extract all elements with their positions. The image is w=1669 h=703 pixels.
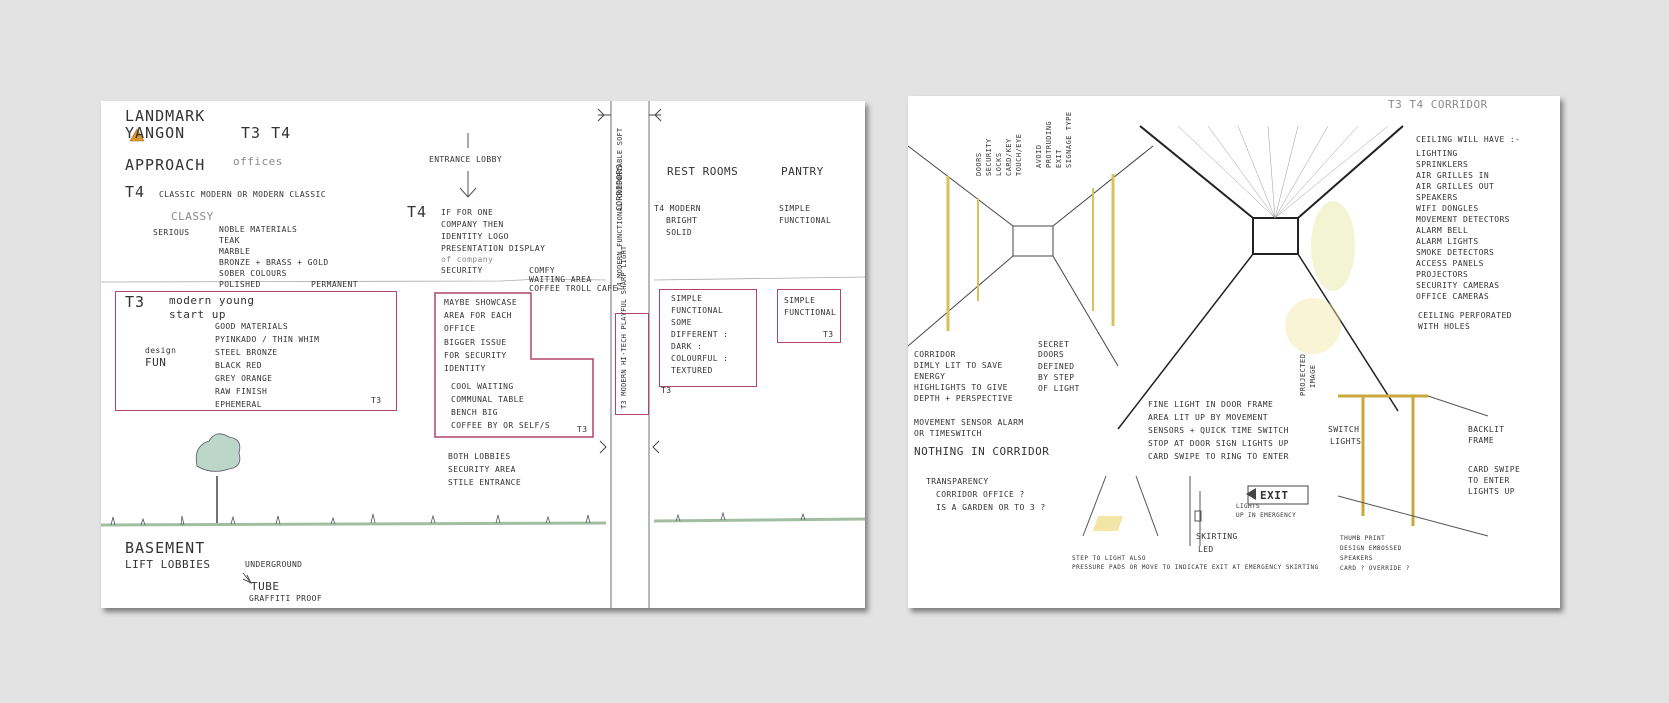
ceiling-note-2: WITH HOLES [1418, 323, 1470, 331]
lights-emergency-2: UP IN EMERGENCY [1236, 513, 1296, 519]
tube-label: TUBE [251, 581, 280, 592]
sketch-sheet-left: LANDMARK YANGON T3 T4 APPROACH offices T… [101, 101, 865, 608]
backlit-1: BACKLIT [1468, 426, 1505, 434]
lobby-box-tag: T3 [577, 426, 587, 434]
basement-heading: BASEMENT [125, 541, 205, 556]
led-label: LED [1198, 546, 1214, 554]
movement-note-1: MOVEMENT SENSOR ALARM [914, 419, 1024, 427]
ceiling-note-1: CEILING PERFORATED [1418, 312, 1512, 320]
lights-emergency-1: LIGHTS [1236, 504, 1260, 510]
skirting-label: SKIRTING [1196, 533, 1238, 541]
rest-rooms-heading: REST ROOMS [667, 166, 738, 177]
nothing-in-corridor: NOTHING IN CORRIDOR [914, 446, 1049, 457]
corridor-t3-note: T3 MODERN HI-TECH PLAYFUL SHARP LIGHT [621, 246, 628, 409]
projected-image-2: IMAGE [1310, 364, 1317, 388]
pantry-heading: PANTRY [781, 166, 824, 177]
underground-label: UNDERGROUND [245, 561, 302, 569]
movement-note-2: OR TIMESWITCH [914, 430, 982, 438]
ceiling-heading: CEILING WILL HAVE :- [1416, 136, 1520, 144]
graffiti-proof-label: GRAFFITI PROOF [249, 595, 322, 603]
lights-label: LIGHTS [1330, 438, 1361, 446]
restroom-box-tag: T3 [661, 387, 671, 395]
projected-image-1: PROJECTED [1300, 354, 1307, 396]
lift-lobbies-label: LIFT LOBBIES [125, 559, 210, 570]
pantry-box-tag: T3 [823, 331, 833, 339]
step-to-light-1: STEP TO LIGHT ALSO [1072, 556, 1146, 562]
exit-sign: EXIT [1260, 490, 1289, 501]
step-to-light-2: PRESSURE PADS OR MOVE TO INDICATE EXIT A… [1072, 565, 1319, 571]
switch-label: SWITCH [1328, 426, 1359, 434]
backlit-2: FRAME [1468, 437, 1494, 445]
sketch-sheet-right: T3 T4 CORRIDOR CEILING WILL HAVE :- LIGH… [908, 96, 1560, 608]
corridor-sheet-title: T3 T4 CORRIDOR [1388, 99, 1488, 110]
